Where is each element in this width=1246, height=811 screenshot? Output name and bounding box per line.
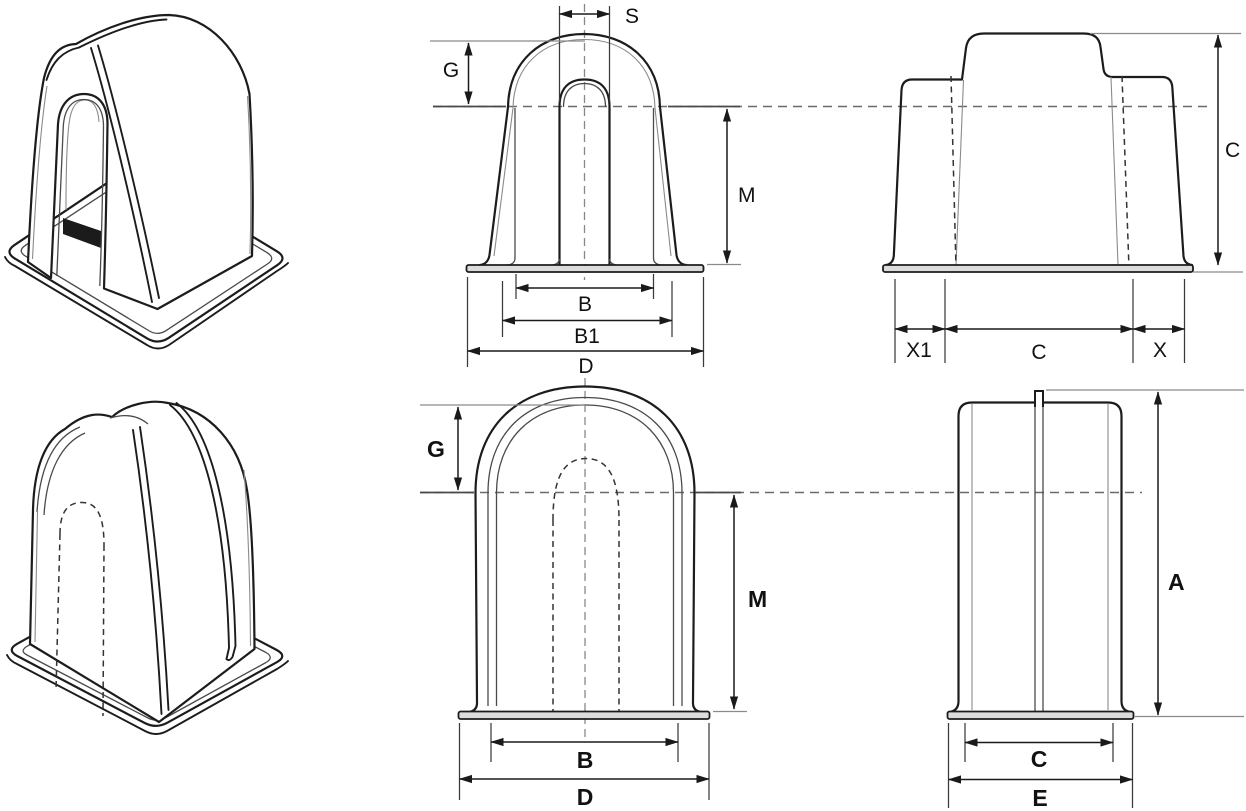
dome-outline (467, 385, 703, 714)
side-view-top: C X1 C X (882, 32, 1243, 364)
front-view-bottom: G M B D (420, 378, 767, 810)
profile-outline (884, 32, 1194, 267)
front-dome-continuation (109, 415, 149, 425)
dim-label-x: X (1153, 339, 1167, 362)
dim-label-c-height: C (1225, 139, 1240, 162)
hump-edge-left-thin (955, 79, 965, 266)
hidden-edge-right (1121, 75, 1130, 269)
dim-label-d: D (577, 784, 594, 810)
flange-plate (946, 710, 1135, 720)
flange-thickness-edge (6, 654, 289, 735)
left-edge-inner (31, 85, 48, 260)
seam-rib-left (169, 404, 230, 660)
seam-rib-right (175, 402, 237, 662)
dim-label-b: B (577, 747, 594, 773)
side-view-bottom: A C E (946, 389, 1244, 811)
dim-label-b: B (578, 293, 592, 316)
right-edge-inner (243, 469, 252, 647)
hidden-edge-left (950, 75, 957, 269)
dim-label-s: S (625, 5, 639, 28)
dim-label-b1: B1 (574, 325, 600, 348)
face-boundary-outer (90, 47, 153, 303)
bell-outline (478, 32, 688, 267)
cover-body (28, 400, 256, 724)
left-edge-inner (34, 511, 39, 643)
right-edge-inner (246, 95, 252, 255)
inner-wall-left (507, 108, 516, 266)
slot-outline (558, 78, 611, 267)
dim-label-d: D (578, 355, 593, 378)
ridge-inner-line (78, 18, 168, 49)
face-boundary-outer (132, 429, 163, 715)
dome-inner-line-1 (487, 396, 683, 706)
flange-plate (465, 264, 705, 273)
dim-label-g: G (427, 436, 445, 462)
face-boundary-inner (139, 426, 170, 711)
face-boundary-inner (97, 44, 160, 299)
flange-thickness-edge (4, 256, 289, 350)
iso-view-open-cover (4, 13, 289, 350)
dim-label-e: E (1032, 785, 1047, 811)
hidden-slot-left-leg (55, 533, 61, 691)
flange-plate (882, 264, 1194, 273)
dim-label-m: M (748, 586, 767, 612)
cover-body (26, 13, 254, 311)
dome-band-outer (36, 426, 81, 513)
hidden-slot-arch (59, 501, 105, 546)
slot-inner-arch (562, 82, 607, 108)
seam-rib-tab (1034, 390, 1044, 407)
dim-label-a: A (1168, 569, 1185, 595)
bell-inner-line (493, 38, 672, 257)
iso-view-closed-cover (6, 400, 289, 735)
opening-rim-line (56, 98, 105, 287)
arch-band-line (45, 46, 80, 81)
hidden-slot-arch (552, 457, 620, 521)
dim-label-c-width: C (1031, 341, 1046, 364)
flange-plate (457, 710, 711, 720)
hump-edge-right-thin (1110, 76, 1119, 266)
dim-label-x1: X1 (906, 339, 932, 362)
front-view-top: S G M B B1 D (430, 4, 756, 378)
flange-inner-band (20, 175, 273, 334)
dim-label-c: C (1031, 746, 1048, 772)
opening-shadow (63, 218, 101, 248)
hidden-slot-right-leg (102, 544, 105, 717)
dim-label-g: G (443, 59, 459, 82)
dome-band-inner (43, 432, 86, 516)
opening-far-rim (65, 99, 100, 211)
dim-label-m: M (738, 184, 756, 207)
profile-outline (948, 401, 1132, 714)
